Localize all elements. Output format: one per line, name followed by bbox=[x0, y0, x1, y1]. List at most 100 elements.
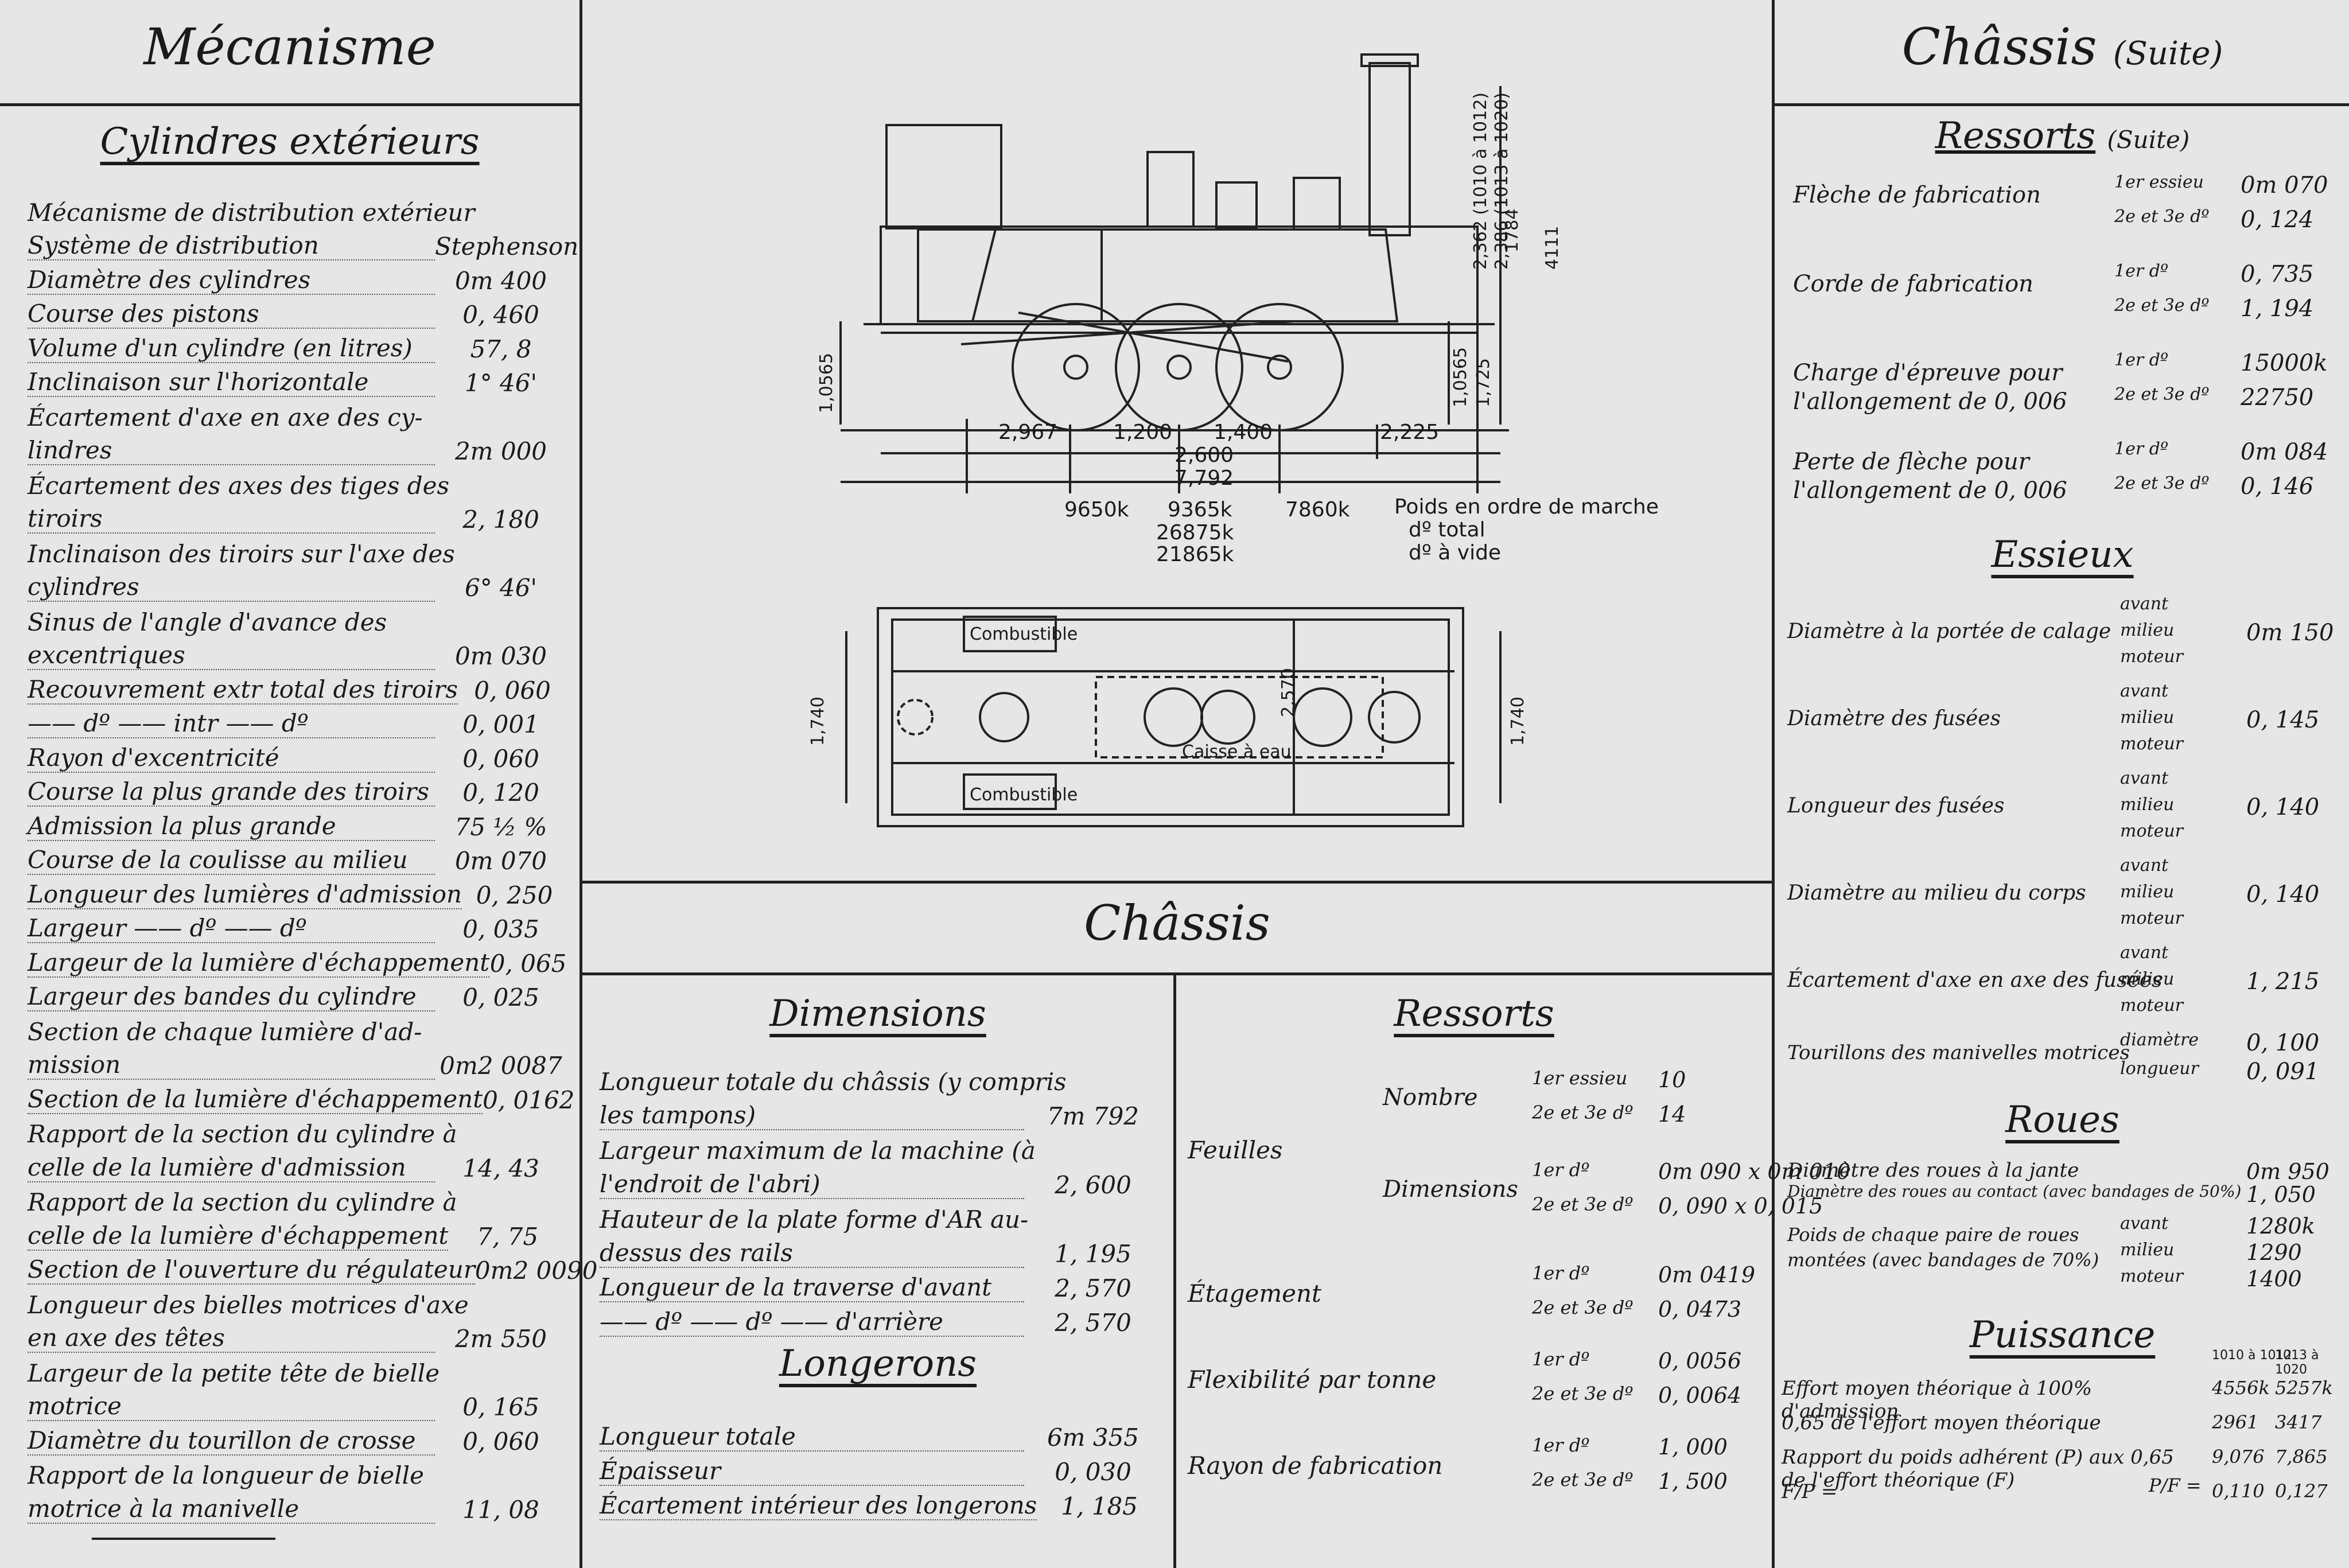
row-label: Largeur de la lumière d'échappement bbox=[28, 948, 490, 978]
table-row: excentriques 0m 030 bbox=[28, 636, 567, 670]
essieux-value: 1, 215 bbox=[2246, 968, 2320, 995]
row-label: mission bbox=[28, 1050, 435, 1080]
essieux-value: 0m 150 bbox=[2246, 620, 2334, 646]
essieux-sub: milieu bbox=[2120, 882, 2175, 902]
row-value: 0, 060 bbox=[474, 676, 551, 705]
table-row: Longueur des lumières d'admission 0, 250 bbox=[28, 875, 567, 909]
row-label: dessus des rails bbox=[600, 1239, 1024, 1268]
row-value: 0, 060 bbox=[462, 744, 539, 773]
dim-2600: 2,600 bbox=[1174, 443, 1234, 467]
row-value: 2, 570 bbox=[1055, 1274, 1131, 1302]
ressorts-suite-sub: 2e et 3e dº bbox=[2114, 207, 2210, 227]
puissance-value: 0,110 bbox=[2212, 1480, 2265, 1502]
ressorts-sub-label: 2e et 3e dº bbox=[1532, 1297, 1634, 1318]
roues-label: Diamètre des roues à la jante bbox=[1787, 1159, 2079, 1182]
essieux-label: Diamètre au milieu du corps bbox=[1787, 881, 2086, 905]
dim-2225: 2,225 bbox=[1380, 421, 1439, 444]
ressorts-suite-sub: 1er dº bbox=[2114, 261, 2169, 281]
row-label: Écartement d'axe en axe des cy- bbox=[28, 403, 423, 431]
ressorts-value: 1, 000 bbox=[1658, 1434, 1728, 1460]
table-row: Inclinaison des tiroirs sur l'axe des bbox=[28, 534, 567, 568]
puissance-value: 4556k bbox=[2212, 1377, 2270, 1399]
row-value: 57, 8 bbox=[470, 334, 532, 363]
puissance-value: 5257k bbox=[2275, 1377, 2333, 1399]
dimensions-title: Dimensions bbox=[769, 993, 986, 1035]
weight-2: 9365k bbox=[1168, 498, 1232, 522]
essieux-title: Essieux bbox=[1991, 534, 2134, 576]
poids-roues-label: Poids de chaque paire de roues montées (… bbox=[1787, 1224, 2099, 1271]
essieux-sub: milieu bbox=[2120, 620, 2175, 640]
plan-dim-left: 1,740 bbox=[808, 697, 828, 746]
right-height-label-2: 1,725 bbox=[1473, 358, 1494, 407]
row-label: excentriques bbox=[28, 641, 435, 670]
dim-7792: 7,792 bbox=[1174, 466, 1234, 490]
table-row: Largeur de la petite tête de bielle bbox=[28, 1353, 567, 1387]
ressorts-value: 0m 090 x 0m 010 bbox=[1658, 1159, 1851, 1184]
row-value: 2, 600 bbox=[1055, 1171, 1131, 1199]
row-label: Longueur des lumières d'admission bbox=[28, 880, 462, 909]
row-value: 0, 460 bbox=[462, 301, 539, 329]
row-label: Recouvrement extr total des tiroirs bbox=[28, 675, 458, 705]
ressorts-suite-sub: 1er dº bbox=[2114, 350, 2169, 370]
divider-left bbox=[580, 0, 582, 1568]
puissance-value: 7,865 bbox=[2275, 1446, 2328, 1468]
ressorts-suite-value: 15000k bbox=[2241, 350, 2328, 376]
height-label-1: 2,362 (1010 à 1012) bbox=[1471, 92, 1491, 270]
row-label: celle de la lumière d'admission bbox=[28, 1153, 435, 1182]
ressorts-value: 1, 500 bbox=[1658, 1469, 1728, 1494]
table-row: Écartement d'axe en axe des cy- bbox=[28, 397, 567, 431]
row-value: 7m 792 bbox=[1047, 1102, 1140, 1130]
ressorts-suite-sub: 2e et 3e dº bbox=[2114, 473, 2210, 493]
ressorts-nombre-label: Nombre bbox=[1383, 1084, 1478, 1111]
row-label: Longueur des bielles motrices d'axe bbox=[28, 1290, 469, 1319]
essieux-value: 0, 140 bbox=[2246, 881, 2320, 908]
essieux-value: 0, 145 bbox=[2246, 707, 2320, 733]
puissance-value: 3417 bbox=[2275, 1411, 2322, 1433]
row-label: Longueur totale du châssis (y compris bbox=[600, 1068, 1067, 1096]
row-label: Inclinaison sur l'horizontale bbox=[28, 368, 435, 397]
dim-1200: 1,200 bbox=[1113, 421, 1172, 444]
stamp-number-1: 1784 bbox=[1502, 209, 1522, 252]
tourillons-sub: longueur bbox=[2120, 1059, 2199, 1079]
row-label: Largeur —— dº —— dº bbox=[28, 914, 435, 943]
ressorts-suite-sub: 2e et 3e dº bbox=[2114, 295, 2210, 316]
essieux-sub: avant bbox=[2120, 855, 2169, 876]
ressorts-suite-label: Flèche de fabrication bbox=[1793, 182, 2041, 208]
row-value: 0, 250 bbox=[476, 881, 553, 909]
weight-label-1: Poids en ordre de marche bbox=[1394, 495, 1659, 519]
row-value: 0, 060 bbox=[462, 1427, 539, 1456]
essieux-sub: moteur bbox=[2120, 995, 2183, 1015]
poids-roues-sub: milieu bbox=[2120, 1240, 2175, 1260]
table-row: Longueur totale du châssis (y compris bbox=[600, 1061, 1162, 1096]
puissance-label: 0,65 de l'effort moyen théorique bbox=[1782, 1411, 2101, 1434]
tourillons-value: 0, 100 bbox=[2246, 1030, 2320, 1056]
ressorts-suite-value: 0, 146 bbox=[2241, 473, 2314, 500]
chassis-suite-title-suffix: (Suite) bbox=[2113, 35, 2223, 72]
row-label: Longueur de la traverse d'avant bbox=[600, 1273, 1024, 1302]
plan-dim-right: 1,740 bbox=[1508, 697, 1528, 746]
row-value: 0m2 0090 bbox=[475, 1256, 598, 1285]
table-row: Mécanisme de distribution extérieur bbox=[28, 192, 567, 227]
roues-title: Roues bbox=[2005, 1099, 2119, 1141]
ressorts-sub-label: 1er dº bbox=[1532, 1262, 1590, 1284]
row-label: Course de la coulisse au milieu bbox=[28, 846, 435, 875]
row-label: Inclinaison des tiroirs sur l'axe des bbox=[28, 539, 455, 568]
roues-value: 0m 950 bbox=[2246, 1159, 2329, 1184]
row-value: 14, 43 bbox=[462, 1154, 539, 1182]
row-value: 0m 030 bbox=[454, 642, 547, 670]
poids-roues-sub: avant bbox=[2120, 1213, 2169, 1234]
